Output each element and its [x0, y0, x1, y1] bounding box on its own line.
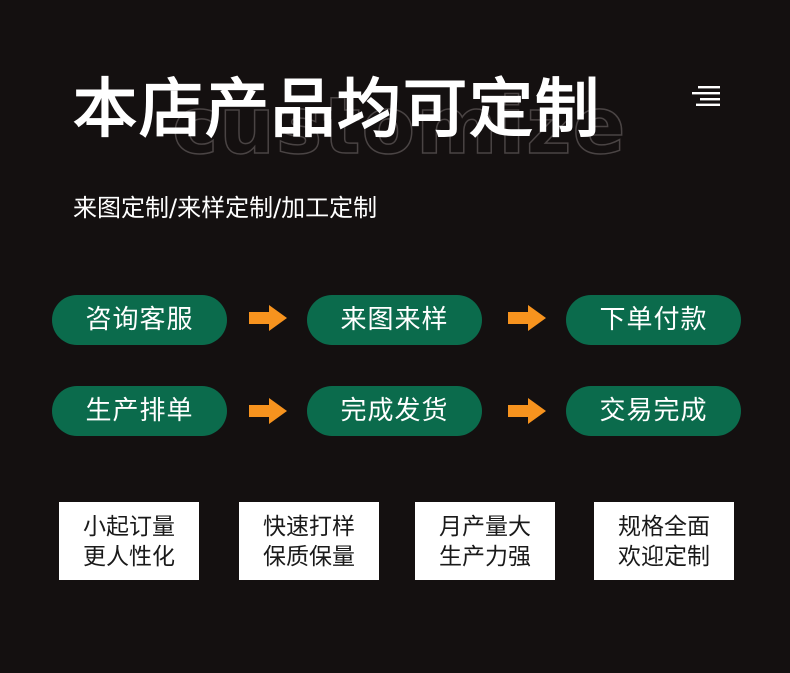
- page-title: 本店产品均可定制: [73, 73, 601, 147]
- step-sample: 来图来样: [307, 295, 482, 345]
- watermark-text: customize: [171, 82, 627, 172]
- feature-line: 快速打样: [263, 514, 355, 540]
- feature-line: 小起订量: [83, 514, 175, 540]
- arrow-right-icon: [249, 398, 287, 424]
- feature-line: 保质保量: [263, 544, 355, 570]
- feature-card: 规格全面 欢迎定制: [594, 502, 734, 580]
- menu-lines-icon[interactable]: [692, 86, 720, 106]
- step-order-pay: 下单付款: [566, 295, 741, 345]
- feature-line: 生产力强: [439, 544, 531, 570]
- arrow-right-icon: [508, 305, 546, 331]
- arrow-right-icon: [508, 398, 546, 424]
- feature-line: 欢迎定制: [618, 544, 710, 570]
- feature-line: 规格全面: [618, 514, 710, 540]
- feature-line: 更人性化: [83, 544, 175, 570]
- step-production: 生产排单: [52, 386, 227, 436]
- page-subtitle: 来图定制/来样定制/加工定制: [73, 194, 378, 222]
- step-complete: 交易完成: [566, 386, 741, 436]
- feature-card: 小起订量 更人性化: [59, 502, 199, 580]
- step-consult: 咨询客服: [52, 295, 227, 345]
- feature-line: 月产量大: [439, 514, 531, 540]
- feature-card: 月产量大 生产力强: [415, 502, 555, 580]
- feature-card: 快速打样 保质保量: [239, 502, 379, 580]
- arrow-right-icon: [249, 305, 287, 331]
- step-shipping: 完成发货: [307, 386, 482, 436]
